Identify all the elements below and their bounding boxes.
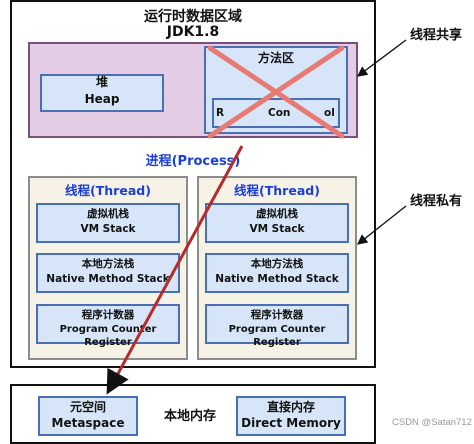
heap-label-en: Heap [84,92,120,106]
thread-1-native-stack-cn: 本地方法栈 [81,258,135,270]
watermark: CSDN @Satan712 [392,417,472,428]
metaspace-cn: 元空间 [69,400,106,414]
thread-2-native-stack [205,253,349,293]
thread-2-vm-stack [205,203,349,243]
heap-box [40,74,164,112]
metaspace-en: Metaspace [51,416,125,430]
private-pointer-arrow [356,205,407,245]
thread-1-pc-cn: 程序计数器 [81,309,135,321]
native-memory-label: 本地内存 [163,409,216,424]
direct-memory-cn: 直接内存 [266,400,315,414]
thread-2-pc-en: Program Counter Register [228,324,326,348]
direct-memory-en: Direct Memory [241,416,341,430]
thread-1-vm-stack-cn: 虚拟机栈 [87,208,129,220]
thread-1-vm-stack [36,203,180,243]
constant-pool-fragment-right: ol [324,107,335,119]
metaspace-box [38,396,138,436]
thread-2-pc-cn: 程序计数器 [250,309,304,321]
thread-2-title: 线程(Thread) [234,183,320,198]
thread-1-pc-en: Program Counter Register [59,324,157,348]
thread-1-pc-register [36,304,180,344]
thread-2-vm-stack-cn: 虚拟机栈 [256,208,298,220]
runtime-data-area [10,0,376,368]
diagram-title: 运行时数据区域 [144,9,242,25]
arrows-layer [106,39,407,395]
thread-2-native-stack-en: Native Method Stack [215,273,339,285]
shared-label: 线程共享 [410,28,463,43]
process-label: 进程(Process) [145,154,241,169]
thread-1-native-stack-en: Native Method Stack [46,273,170,285]
thread-1-native-stack [36,253,180,293]
thread-2-vm-stack-en: VM Stack [249,223,305,235]
shared-pointer-arrow [356,39,407,77]
thread-1-title: 线程(Thread) [65,183,151,198]
constant-pool-fragment-left: R [216,107,225,119]
thread-1-vm-stack-en: VM Stack [80,223,136,235]
method-area-to-metaspace-arrow [106,145,244,395]
removed-cross-mark [207,45,345,139]
method-area-title: 方法区 [257,51,294,65]
heap-label-cn: 堆 [95,75,108,89]
thread-2-native-stack-cn: 本地方法栈 [250,258,304,270]
thread-2-pc-register [205,304,349,344]
constant-pool-fragment-mid: Con [268,107,291,119]
jdk-version: JDK1.8 [166,24,220,40]
private-label: 线程私有 [410,194,463,209]
